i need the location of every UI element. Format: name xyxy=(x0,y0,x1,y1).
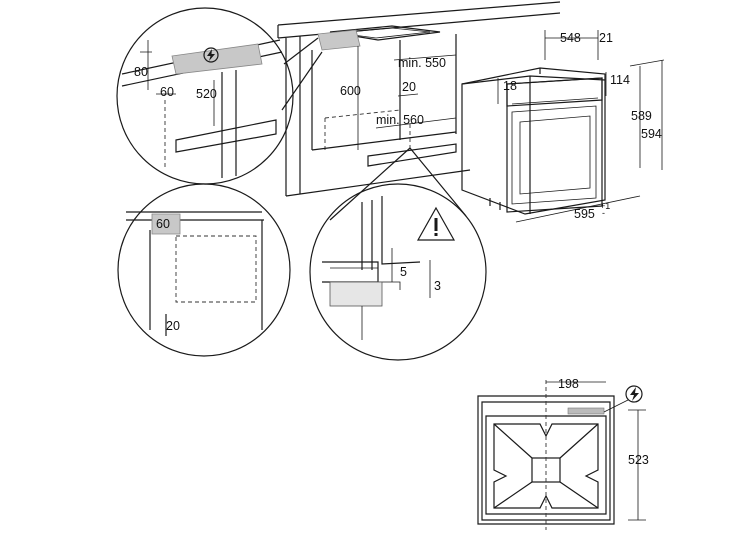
dim-548: 548 xyxy=(560,31,581,45)
dim-21: 21 xyxy=(599,31,613,45)
electric-lightning-icon xyxy=(203,47,219,63)
dim-520: 520 xyxy=(196,87,217,101)
dim-60-left: 60 xyxy=(156,217,170,231)
dim-114: 114 xyxy=(610,73,630,87)
dim-18: 18 xyxy=(503,79,517,93)
dim-595: 595 xyxy=(574,207,595,221)
dim-20-left: 20 xyxy=(166,319,180,333)
electric-lightning-icon xyxy=(625,385,643,403)
dim-3: 3 xyxy=(434,279,441,293)
dim-600: 600 xyxy=(340,84,361,98)
dim-523: 523 xyxy=(628,453,649,467)
oven-back-view: 198 523 xyxy=(477,377,649,530)
dim-60-top: 60 xyxy=(160,85,174,99)
kitchen-cabinet: 600 min. 550 20 min. 560 xyxy=(277,1,561,197)
dim-198: 198 xyxy=(558,377,579,391)
dim-5: 5 xyxy=(400,265,407,279)
dim-min-550: min. 550 xyxy=(398,56,446,70)
zoom-circle-right: 5 3 xyxy=(309,147,487,361)
dim-min-560: min. 560 xyxy=(376,113,424,127)
dim-595-tol: +1 xyxy=(600,201,610,211)
dim-20-cabinet: 20 xyxy=(402,80,416,94)
zoom-circle-top: 80 60 520 xyxy=(116,7,323,185)
dim-595-tol-minus: - xyxy=(602,208,605,218)
oven-unit: 548 21 18 114 589 594 595 +1 - xyxy=(461,30,665,223)
dim-589: 589 xyxy=(631,109,652,123)
zoom-circle-left: 60 20 xyxy=(117,183,291,357)
warning-triangle-icon xyxy=(416,206,456,241)
dim-80: 80 xyxy=(134,65,148,79)
dim-594: 594 xyxy=(641,127,662,141)
